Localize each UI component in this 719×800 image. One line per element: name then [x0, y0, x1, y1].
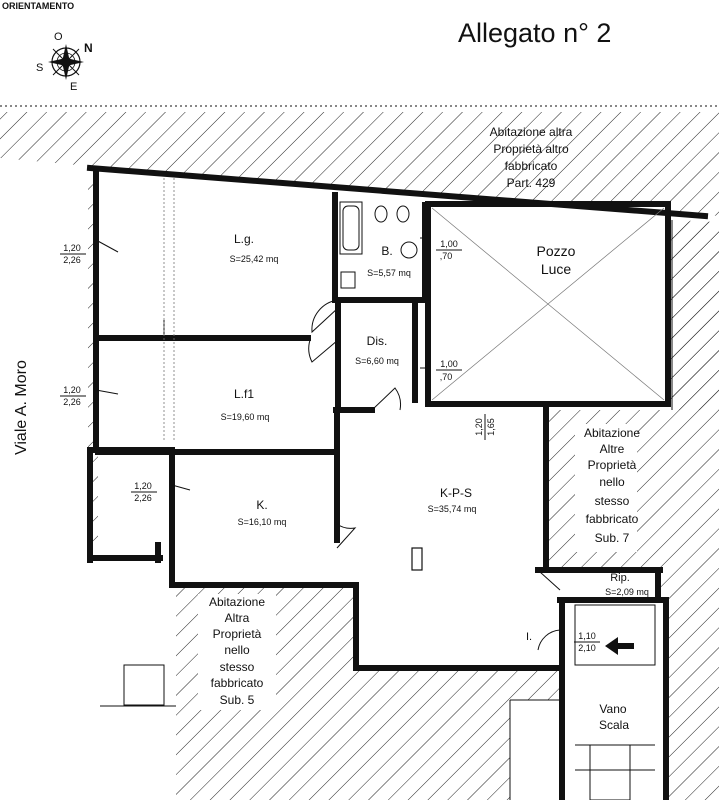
room-living-name: L.g.: [234, 232, 254, 246]
compass-rose-icon: O N S E: [36, 31, 93, 93]
svg-text:Part. 429: Part. 429: [507, 176, 556, 190]
svg-text:Proprietà: Proprietà: [588, 458, 637, 472]
svg-text:nello: nello: [224, 643, 250, 657]
svg-text:,70: ,70: [440, 251, 453, 261]
svg-text:2,26: 2,26: [134, 493, 152, 503]
room-kps-area: S=35,74 mq: [428, 504, 477, 514]
room-hall-name: Dis.: [367, 334, 388, 348]
entry-arrow-icon: [605, 637, 634, 655]
walls: [86, 164, 709, 800]
hatch-neighbor-north: [0, 112, 719, 216]
street-name: Viale A. Moro: [13, 360, 30, 455]
svg-text:1,20: 1,20: [63, 243, 81, 253]
window-markers: [95, 236, 488, 571]
room-kitchen-area: S=16,10 mq: [238, 517, 287, 527]
compass-s-letter: S: [36, 62, 43, 74]
svg-text:Pozzo: Pozzo: [537, 243, 576, 259]
light-well-diagonal: [431, 207, 665, 401]
svg-text:1,20: 1,20: [134, 481, 152, 491]
svg-text:2,26: 2,26: [63, 255, 81, 265]
svg-text:1,20: 1,20: [63, 385, 81, 395]
svg-text:Proprietà altro: Proprietà altro: [493, 142, 569, 156]
hatch-east-strip: [667, 222, 719, 410]
svg-text:fabbricato: fabbricato: [586, 512, 639, 526]
room-bath-area: S=5,57 mq: [367, 268, 411, 278]
room-bedroom-area: S=19,60 mq: [221, 412, 270, 422]
svg-text:Altra: Altra: [225, 611, 250, 625]
svg-text:fabbricato: fabbricato: [211, 676, 264, 690]
compass-e-letter: E: [70, 81, 77, 93]
svg-text:Luce: Luce: [541, 261, 572, 277]
svg-text:stesso: stesso: [595, 494, 630, 508]
room-storage-name: Rip.: [610, 572, 630, 584]
column-marker: [411, 547, 423, 571]
bathtub-icon: [339, 201, 363, 255]
opening-kitchen: 1,20 2,26: [131, 481, 157, 503]
svg-text:Vano: Vano: [599, 702, 626, 716]
svg-text:Proprietà: Proprietà: [213, 627, 262, 641]
page-title: Allegato n° 2: [458, 18, 611, 48]
svg-text:,70: ,70: [440, 372, 453, 382]
svg-text:1,20: 1,20: [474, 418, 484, 436]
room-entry-name: I.: [526, 631, 532, 643]
room-kps-name: K-P-S: [440, 486, 472, 500]
svg-text:Sub. 5: Sub. 5: [220, 693, 255, 707]
compass-n-letter: N: [84, 41, 93, 55]
svg-text:stesso: stesso: [220, 660, 255, 674]
neighbor-east-label: Abitazione Altre Proprietà nello stesso …: [575, 424, 640, 552]
toilet-icon: [340, 205, 418, 289]
svg-text:2,26: 2,26: [63, 397, 81, 407]
opening-well: 1,20 1,65: [474, 414, 496, 440]
opening-bath: 1,00 ,70: [436, 239, 462, 261]
room-bedroom-name: L.f1: [234, 387, 254, 401]
svg-text:Scala: Scala: [599, 718, 629, 732]
svg-text:1,00: 1,00: [440, 359, 458, 369]
room-bath-name: B.: [381, 244, 392, 258]
hatch-right-bottom: [667, 672, 719, 800]
svg-text:Abitazione: Abitazione: [209, 595, 265, 609]
svg-text:Altre: Altre: [600, 442, 625, 456]
room-storage-area: S=2,09 mq: [605, 587, 649, 597]
light-well-bg: [428, 205, 668, 405]
light-well-label: Pozzo Luce: [537, 243, 576, 277]
room-hall-area: S=6,60 mq: [355, 356, 399, 366]
orientation-label: ORIENTAMENTO: [2, 1, 74, 11]
svg-text:1,10: 1,10: [578, 631, 596, 641]
door-swings: [308, 299, 561, 651]
opening-bedroom: 1,20 2,26: [60, 385, 86, 407]
neighbor-north-label: Abitazione altra Proprietà altro fabbric…: [490, 125, 573, 190]
room-kitchen-name: K.: [256, 498, 267, 512]
compass-north-letter: O: [54, 31, 63, 43]
svg-text:fabbricato: fabbricato: [505, 159, 558, 173]
stair-label: Vano Scala: [599, 702, 629, 732]
svg-text:2,10: 2,10: [578, 643, 596, 653]
svg-text:Abitazione: Abitazione: [584, 426, 640, 440]
svg-text:Abitazione altra: Abitazione altra: [490, 125, 573, 139]
neighbor-south-label: Abitazione Altra Proprietà nello stesso …: [198, 594, 276, 710]
svg-text:nello: nello: [599, 475, 625, 489]
opening-hall: 1,00 ,70: [436, 359, 462, 382]
room-living-area: S=25,42 mq: [230, 254, 279, 264]
svg-text:1,00: 1,00: [440, 239, 458, 249]
svg-text:1,65: 1,65: [486, 418, 496, 436]
opening-living: 1,20 2,26: [60, 243, 86, 265]
svg-text:Sub. 7: Sub. 7: [595, 531, 630, 545]
opening-entry-door: 1,10 2,10: [574, 631, 600, 653]
